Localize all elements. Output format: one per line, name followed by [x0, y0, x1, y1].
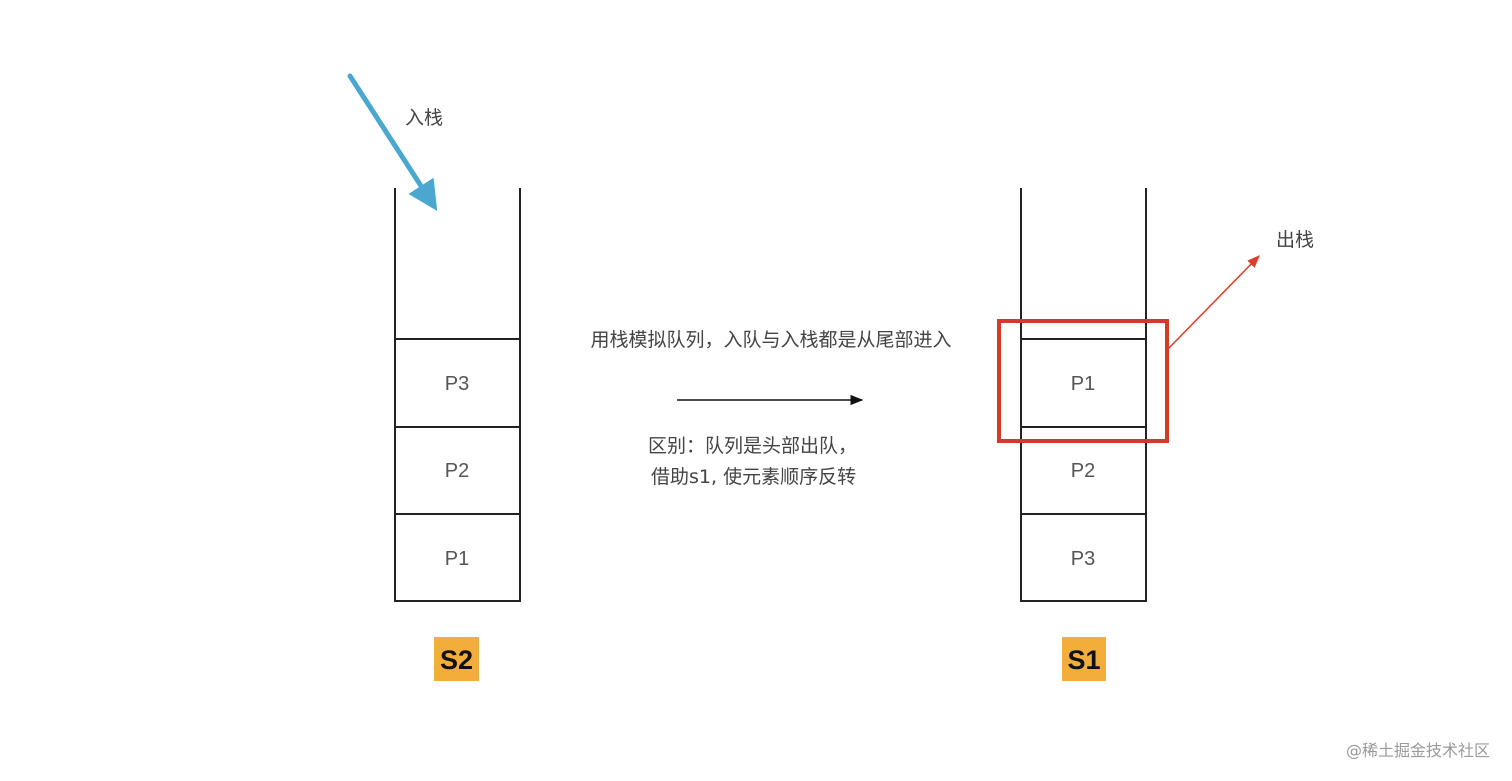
- stack-s2: P3 P2 P1 S2: [394, 188, 521, 681]
- stack-s1-cell-label: P3: [1071, 548, 1095, 570]
- pop-highlight-box: [997, 319, 1169, 443]
- push-label: 入栈: [405, 107, 443, 129]
- stack-s2-cell-label: P2: [445, 460, 469, 482]
- stack-s2-cell-label: P1: [445, 548, 469, 570]
- pop-arrow: [1167, 255, 1260, 350]
- stack-s1-cell-label: P2: [1071, 460, 1095, 482]
- stack-s2-name: S2: [440, 645, 473, 675]
- push-arrow: [347, 73, 438, 212]
- watermark-text: @稀土掘金技术社区: [1346, 741, 1490, 760]
- stack-s1-name: S1: [1067, 645, 1100, 675]
- stack-s2-cell-label: P3: [445, 373, 469, 395]
- difference-text-line2: 借助s1, 使元素顺序反转: [651, 466, 856, 488]
- stack-s1-cell-label: P1: [1071, 373, 1095, 395]
- stack-s1-badge: [1062, 637, 1106, 681]
- description-text: 用栈模拟队列，入队与入栈都是从尾部进入: [590, 329, 951, 351]
- difference-text-line1: 区别：队列是头部出队，: [648, 435, 857, 457]
- stack-s1: P1 P2 P3 S1: [1020, 188, 1147, 681]
- stack-s2-badge: [434, 637, 479, 681]
- pop-label: 出栈: [1276, 229, 1314, 251]
